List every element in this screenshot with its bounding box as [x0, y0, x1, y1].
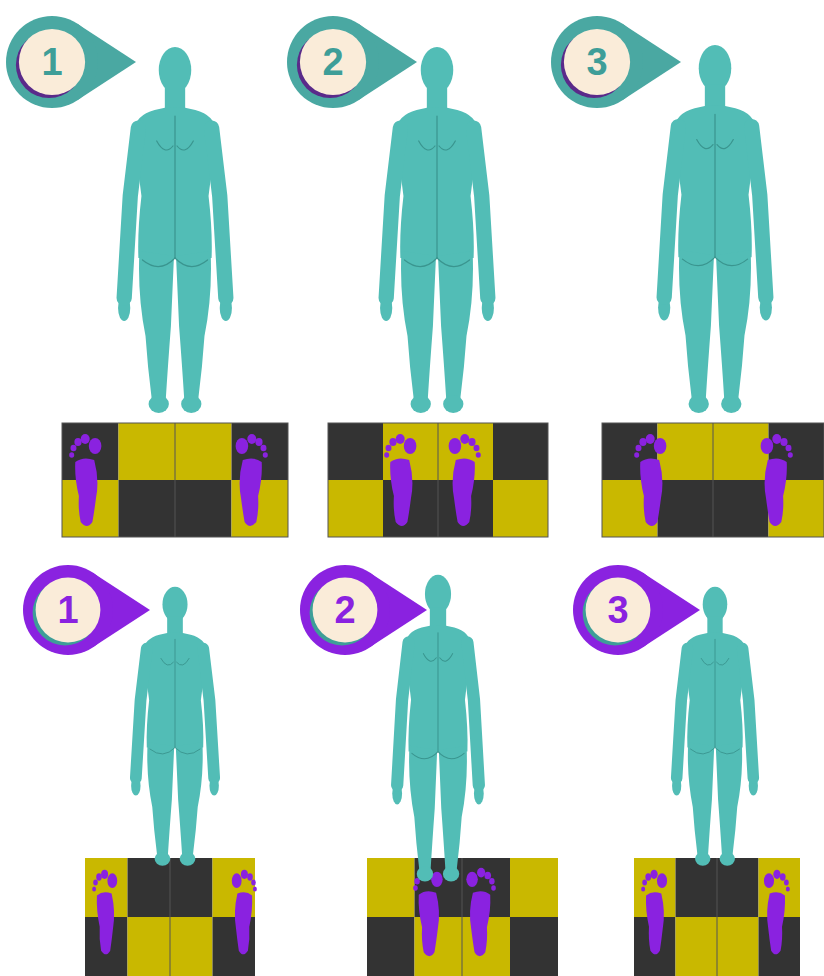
floor-mat	[367, 858, 558, 976]
human-figure	[118, 45, 772, 881]
badge-outline	[551, 16, 681, 108]
callout-number: 3	[551, 16, 643, 108]
callout-badge: 3	[551, 16, 681, 108]
floor-mat	[634, 858, 800, 976]
floor-mat	[85, 858, 255, 976]
callout-badge: 3	[573, 565, 700, 655]
floor-mat	[602, 423, 824, 537]
badge-outline	[287, 16, 417, 108]
callout-badge: 2	[287, 16, 417, 108]
callout-number: 2	[287, 16, 379, 108]
badge-outline	[23, 565, 150, 655]
callout-number: 1	[23, 565, 113, 655]
callout-number: 1	[6, 16, 98, 108]
badge-outline	[573, 565, 700, 655]
callout-badge: 1	[23, 565, 150, 655]
callout-badge: 2	[300, 565, 427, 655]
floor-mat	[328, 423, 548, 537]
callout-number: 2	[300, 565, 390, 655]
footprint	[92, 868, 790, 956]
callout-badge: 1	[6, 16, 136, 108]
footprint	[69, 434, 793, 526]
callout-number: 3	[573, 565, 663, 655]
floor-mat	[62, 423, 288, 537]
badge-outline	[6, 16, 136, 108]
badge-outline	[300, 565, 427, 655]
